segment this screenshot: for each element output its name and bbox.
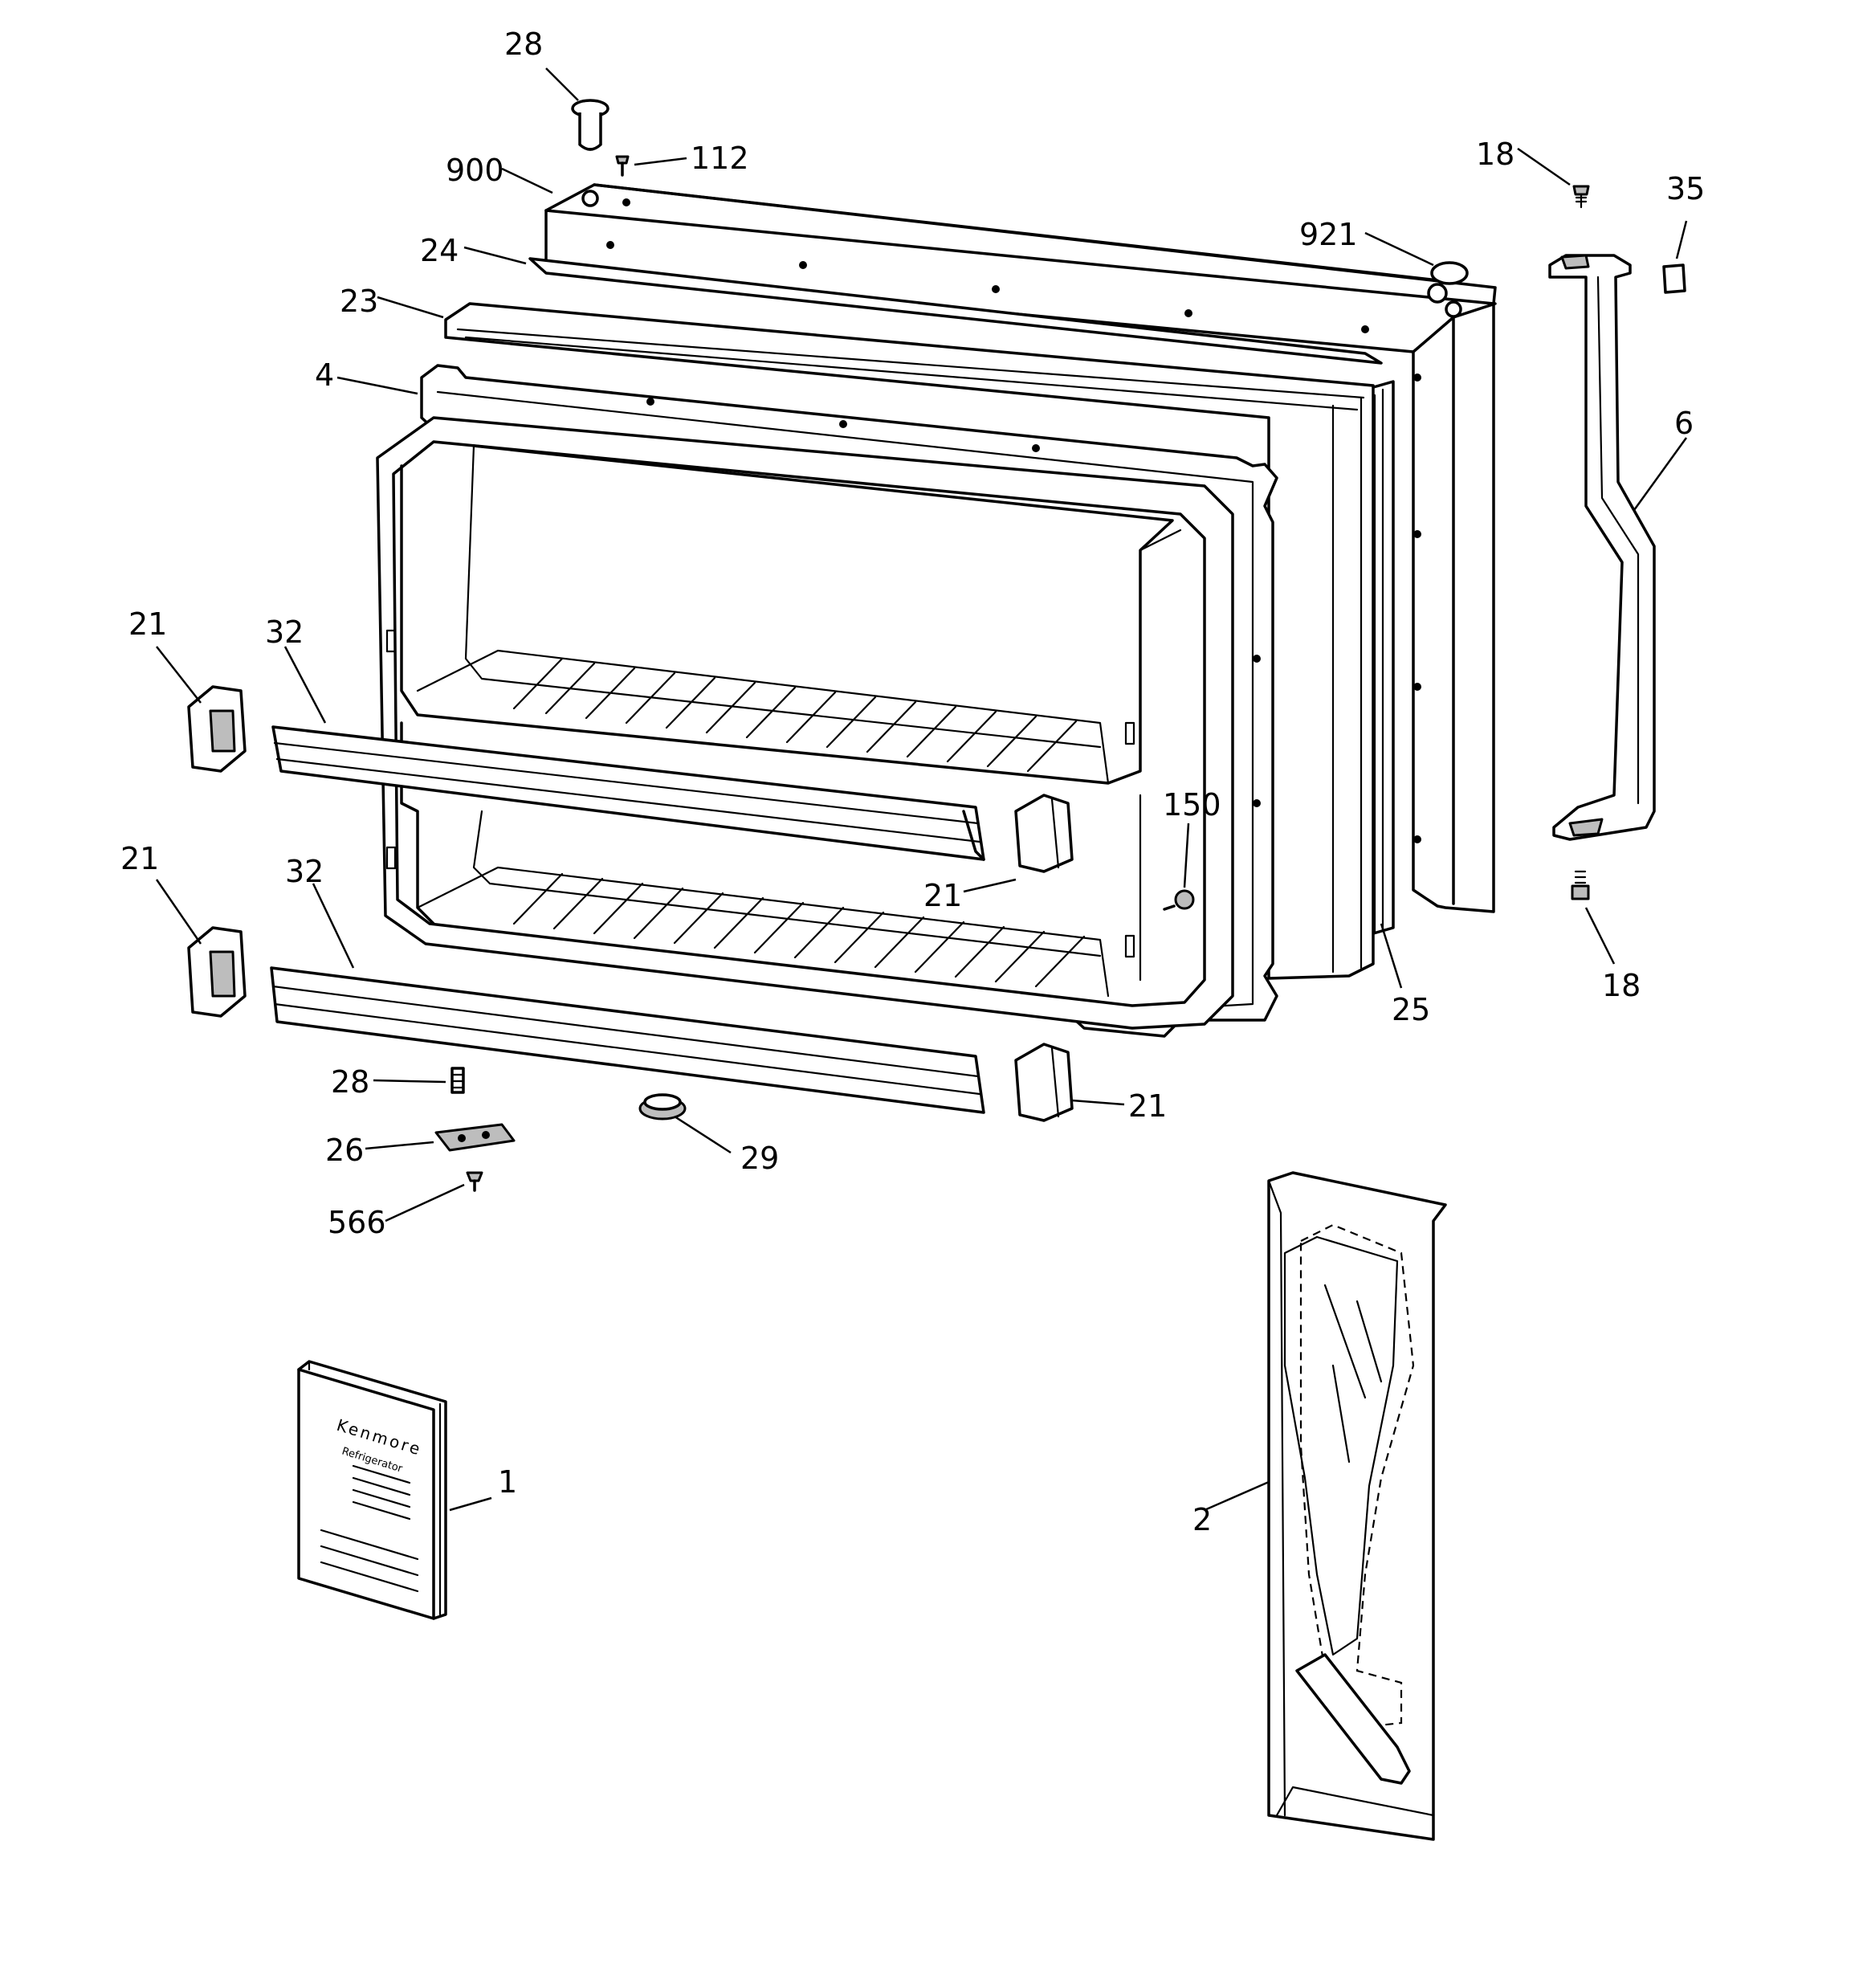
callout-1: 1 bbox=[498, 1464, 517, 1500]
door-liner bbox=[376, 416, 1234, 1030]
screw-112 bbox=[615, 155, 630, 177]
plug-28-top bbox=[571, 99, 609, 151]
end-cap-21-right bbox=[1014, 1043, 1074, 1122]
callout-32-lower: 32 bbox=[285, 854, 324, 889]
screw-18-bottom bbox=[1571, 870, 1590, 900]
callout-28-bottom: 28 bbox=[331, 1064, 369, 1100]
screw-150 bbox=[1163, 889, 1195, 911]
callout-921: 921 bbox=[1299, 217, 1358, 252]
shelf-bar-32-lower bbox=[270, 966, 985, 1114]
callout-112: 112 bbox=[691, 141, 749, 176]
callout-900: 900 bbox=[446, 153, 504, 188]
cap-35 bbox=[1662, 263, 1686, 294]
callout-6: 6 bbox=[1674, 406, 1694, 441]
end-cap-21-left-upper bbox=[187, 685, 247, 773]
callout-21-mid: 21 bbox=[923, 878, 962, 913]
shelf-bar-32-upper bbox=[271, 725, 985, 861]
lower-shelf-ribs bbox=[416, 866, 1110, 998]
plug-29 bbox=[638, 1093, 687, 1121]
callout-2: 2 bbox=[1192, 1502, 1212, 1537]
callout-29: 29 bbox=[740, 1141, 779, 1176]
bracket-26 bbox=[434, 1123, 516, 1152]
handle-package-2 bbox=[1267, 1171, 1447, 1841]
callout-28-top: 28 bbox=[504, 27, 543, 62]
owner-manual-1: Kenmore Refrigerator bbox=[297, 1360, 447, 1620]
callout-26: 26 bbox=[325, 1133, 364, 1168]
callout-18-bottom: 18 bbox=[1602, 968, 1641, 1003]
callout-24: 24 bbox=[420, 233, 459, 268]
callout-150: 150 bbox=[1163, 787, 1221, 823]
callout-32-upper: 32 bbox=[265, 614, 304, 650]
screw-28-bottom bbox=[450, 1067, 465, 1094]
callout-25: 25 bbox=[1392, 992, 1430, 1027]
door-handle-6 bbox=[1548, 254, 1656, 841]
callout-35: 35 bbox=[1666, 171, 1705, 206]
end-cap-21-mid bbox=[1014, 794, 1074, 873]
callout-21-left-lower: 21 bbox=[120, 841, 159, 876]
callout-labels: 28 112 900 24 23 4 921 18 35 6 21 32 21 … bbox=[120, 27, 1705, 1537]
callout-4: 4 bbox=[315, 357, 334, 393]
callout-23: 23 bbox=[340, 284, 378, 319]
screw-566 bbox=[466, 1171, 483, 1192]
gasket-frame-23 bbox=[444, 302, 1375, 980]
upper-shelf-ribs bbox=[416, 649, 1110, 785]
callout-21-left-upper: 21 bbox=[128, 606, 167, 642]
callout-18-top: 18 bbox=[1476, 137, 1514, 172]
callout-566: 566 bbox=[328, 1205, 386, 1240]
end-cap-21-left-lower bbox=[187, 926, 247, 1018]
screw-18-top bbox=[1572, 185, 1590, 209]
callout-21-right: 21 bbox=[1128, 1088, 1167, 1124]
leader-lines bbox=[155, 67, 1688, 1512]
breaker-strip-24 bbox=[528, 257, 1383, 365]
plug-921 bbox=[1430, 261, 1469, 285]
